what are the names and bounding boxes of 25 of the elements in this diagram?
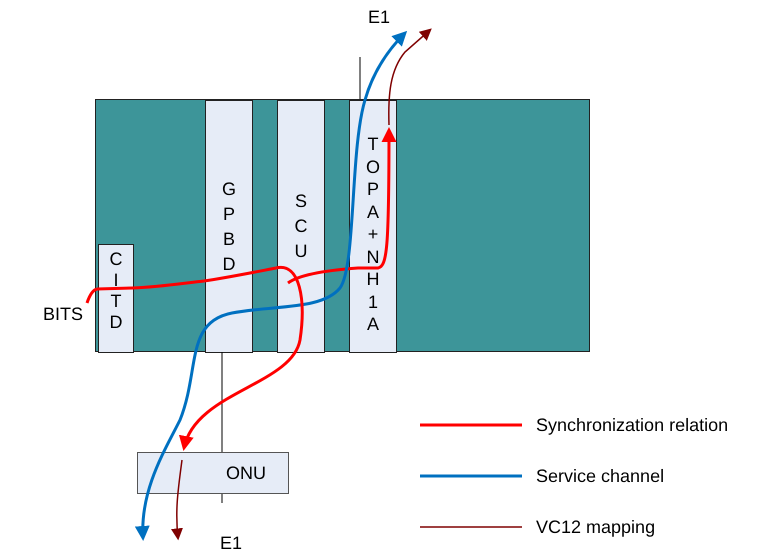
arrow xyxy=(180,266,304,451)
connector-line xyxy=(96,280,204,290)
equipment-chassis xyxy=(95,99,590,352)
legend-label: Synchronization relation xyxy=(536,414,728,437)
board-label: CITD xyxy=(108,249,124,333)
connector-line xyxy=(204,266,276,282)
legend-label: Service channel xyxy=(536,464,664,488)
arrow xyxy=(135,30,408,541)
board-label: GPBD xyxy=(222,178,236,276)
board-slot xyxy=(205,100,253,353)
board-slot xyxy=(277,100,325,353)
unit-label: ONU xyxy=(226,462,266,484)
board-slot xyxy=(98,244,134,353)
board-slot xyxy=(349,100,397,353)
board-label: SCU xyxy=(294,190,308,263)
unit-box xyxy=(137,452,289,494)
arrow xyxy=(388,28,432,126)
connector-line xyxy=(86,288,98,304)
arrow xyxy=(171,460,184,540)
arrow xyxy=(287,127,396,284)
port-label: BITS xyxy=(42,303,83,325)
port-label: E1 xyxy=(368,6,390,28)
legend-label: VC12 mapping xyxy=(536,516,656,539)
port-label: E1 xyxy=(220,532,242,554)
board-label: TOPA+NH1A xyxy=(366,133,380,336)
